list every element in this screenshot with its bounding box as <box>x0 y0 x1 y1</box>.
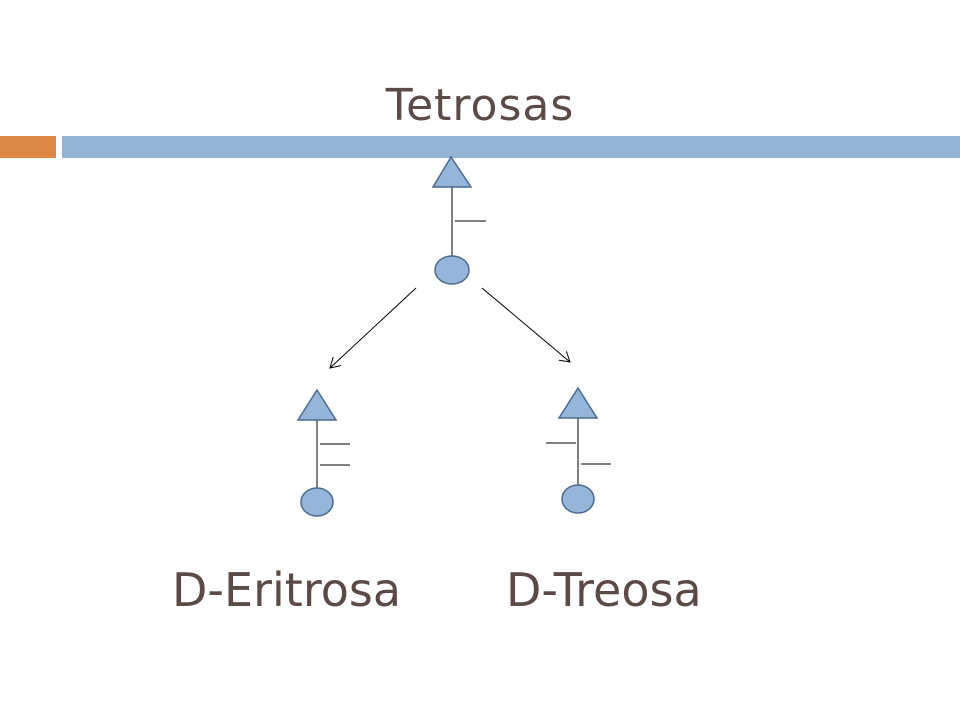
arrow-to-erythrose <box>330 287 417 368</box>
label-d-threose: D-Treosa <box>506 563 702 617</box>
arrow-to-threose <box>481 287 570 362</box>
top-triangle <box>431 155 473 188</box>
header-bar-orange <box>0 136 56 158</box>
erythrose-triangle <box>296 388 338 421</box>
top-circle <box>434 255 470 285</box>
header-bar-blue <box>62 136 960 158</box>
erythrose-circle <box>300 487 334 517</box>
threose-molecule <box>546 386 611 514</box>
threose-circle <box>561 484 595 514</box>
erythrose-molecule <box>296 388 350 517</box>
threose-triangle <box>557 386 599 419</box>
slide-title: Tetrosas <box>385 80 575 131</box>
top-molecule <box>431 155 486 285</box>
label-d-erythrose: D-Eritrosa <box>172 563 402 617</box>
